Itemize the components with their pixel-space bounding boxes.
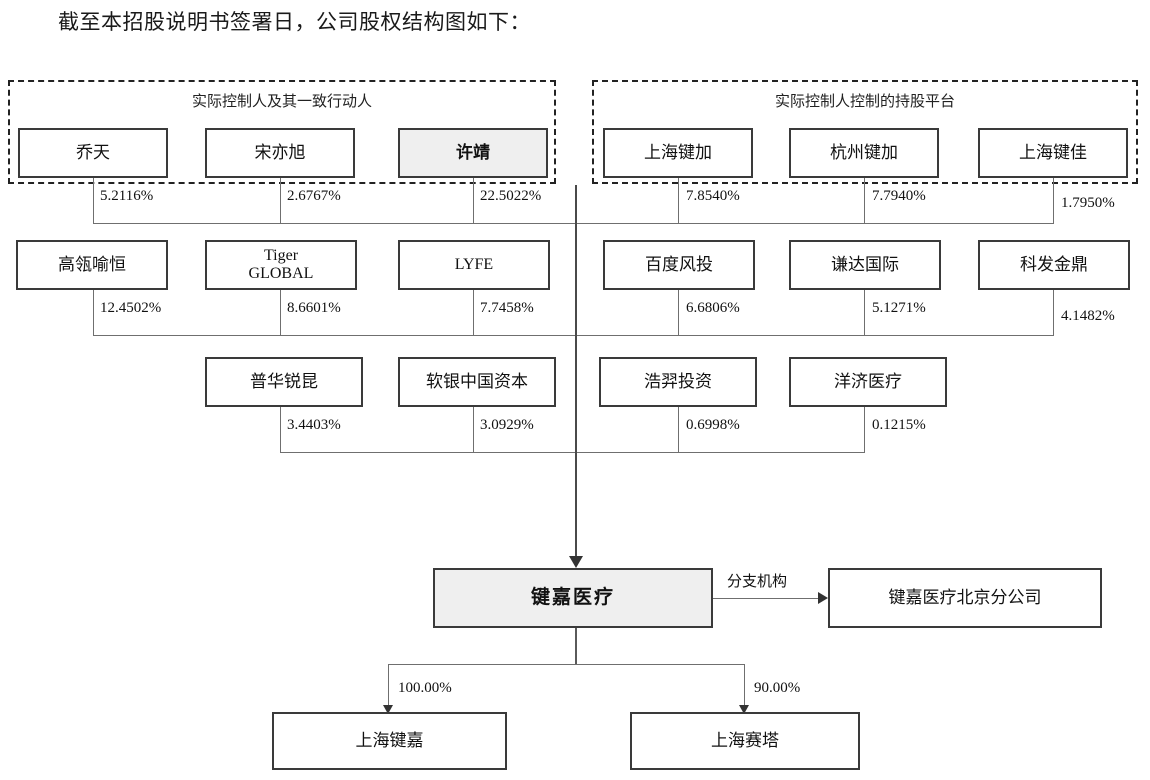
node-lyfe[interactable]: LYFE <box>398 240 550 290</box>
pct-shanghai-jianjia-jia: 1.7950% <box>1061 195 1115 211</box>
connector-lyfe-h <box>473 335 575 336</box>
pct-yangji-yiliao: 0.1215% <box>872 417 926 433</box>
group-holding-platform-label: 实际控制人控制的持股平台 <box>774 93 955 110</box>
pct-songyixu: 2.6767% <box>287 188 341 204</box>
connector-puhua-ruikun-h <box>280 452 575 453</box>
pct-lyfe: 7.7458% <box>480 300 534 316</box>
node-kefa-jinding[interactable]: 科发金鼎 <box>978 240 1130 290</box>
node-gaoling-yuheng[interactable]: 高瓴喻恒 <box>16 240 168 290</box>
pct-gaoling-yuheng: 12.4502% <box>100 300 162 316</box>
node-ruanyin-china-capital[interactable]: 软银中国资本 <box>398 357 556 407</box>
pct-ruanyin-china-capital: 3.0929% <box>480 417 534 433</box>
connector-haoyi-touzi <box>678 407 679 452</box>
connector-xujing-h <box>473 223 575 224</box>
connector-songyixu <box>280 178 281 223</box>
node-puhua-ruikun[interactable]: 普华锐昆 <box>205 357 363 407</box>
group-actual-controller-label: 实际控制人及其一致行动人 <box>191 93 372 110</box>
connector-gaoling-yuheng <box>93 290 94 335</box>
pct-shanghai-jianjia-platform: 7.8540% <box>686 188 740 204</box>
connector-baidu-fengtou <box>678 290 679 335</box>
page-title: 截至本招股说明书签署日，公司股权结构图如下： <box>58 10 531 34</box>
node-qianda-guoji[interactable]: 谦达国际 <box>789 240 941 290</box>
main-trunk-arrow-icon <box>569 556 583 568</box>
node-yangji-yiliao[interactable]: 洋济医疗 <box>789 357 947 407</box>
group-actual-controller: 实际控制人及其一致行动人 <box>8 80 556 184</box>
main-trunk-line <box>575 185 577 560</box>
node-haoyi-touzi[interactable]: 浩羿投资 <box>599 357 757 407</box>
connector-shanghai-jianjia-jia-h <box>576 223 1054 224</box>
sub-shanghai-saita-arrow-icon <box>739 705 749 714</box>
connector-yangji-yiliao-h <box>576 452 865 453</box>
connector-tiger-global <box>280 290 281 335</box>
connector-kefa-jinding-h <box>576 335 1054 336</box>
node-shanghai-jianjia-platform[interactable]: 上海键加 <box>603 128 753 178</box>
node-baidu-fengtou[interactable]: 百度风投 <box>603 240 755 290</box>
connector-tiger-global-h <box>280 335 575 336</box>
node-tiger-global[interactable]: Tiger GLOBAL <box>205 240 357 290</box>
pct-baidu-fengtou: 6.6806% <box>686 300 740 316</box>
connector-ruanyin-china-capital-h <box>473 452 575 453</box>
pct-qianda-guoji: 5.1271% <box>872 300 926 316</box>
connector-subs-stem <box>575 628 577 664</box>
connector-hangzhou-jianjia <box>864 178 865 223</box>
connector-subs-h <box>388 664 745 665</box>
node-songyixu[interactable]: 宋亦旭 <box>205 128 355 178</box>
connector-shanghai-jianjia-platform <box>678 178 679 223</box>
connector-shanghai-jianjia-jia <box>1053 178 1054 223</box>
branch-arrow-icon <box>818 592 828 604</box>
connector-branch-h <box>713 598 821 599</box>
node-shanghai-saita-sub[interactable]: 上海赛塔 <box>630 712 860 770</box>
connector-puhua-ruikun <box>280 407 281 452</box>
node-shanghai-jianjia-sub[interactable]: 上海键嘉 <box>272 712 507 770</box>
connector-qiaotian <box>93 178 94 223</box>
node-qiaotian[interactable]: 乔天 <box>18 128 168 178</box>
node-hangzhou-jianjia[interactable]: 杭州键加 <box>789 128 939 178</box>
connector-xujing <box>473 178 474 223</box>
node-shanghai-jianjia-jia[interactable]: 上海键佳 <box>978 128 1128 178</box>
connector-kefa-jinding <box>1053 290 1054 335</box>
connector-yangji-yiliao <box>864 407 865 452</box>
pct-kefa-jinding: 4.1482% <box>1061 308 1115 324</box>
pct-xujing: 22.5022% <box>480 188 542 204</box>
pct-qiaotian: 5.2116% <box>100 188 154 204</box>
pct-puhua-ruikun: 3.4403% <box>287 417 341 433</box>
sub-shanghai-jianjia-arrow-icon <box>383 705 393 714</box>
node-jianjia-beijing-branch[interactable]: 键嘉医疗北京分公司 <box>828 568 1102 628</box>
pct-sub-shanghai-saita: 90.00% <box>754 680 801 696</box>
branch-edge-label: 分支机构 <box>727 573 788 590</box>
connector-qianda-guoji <box>864 290 865 335</box>
node-xujing[interactable]: 许靖 <box>398 128 548 178</box>
connector-sub-shanghai-saita-v <box>744 664 745 710</box>
group-holding-platform: 实际控制人控制的持股平台 <box>592 80 1138 184</box>
connector-lyfe <box>473 290 474 335</box>
pct-haoyi-touzi: 0.6998% <box>686 417 740 433</box>
pct-sub-shanghai-jianjia: 100.00% <box>398 680 452 696</box>
connector-songyixu-h <box>280 223 575 224</box>
pct-hangzhou-jianjia: 7.7940% <box>872 188 926 204</box>
connector-ruanyin-china-capital <box>473 407 474 452</box>
connector-sub-shanghai-jianjia-v <box>388 664 389 710</box>
pct-tiger-global: 8.6601% <box>287 300 341 316</box>
node-jianjia-medical[interactable]: 键嘉医疗 <box>433 568 713 628</box>
